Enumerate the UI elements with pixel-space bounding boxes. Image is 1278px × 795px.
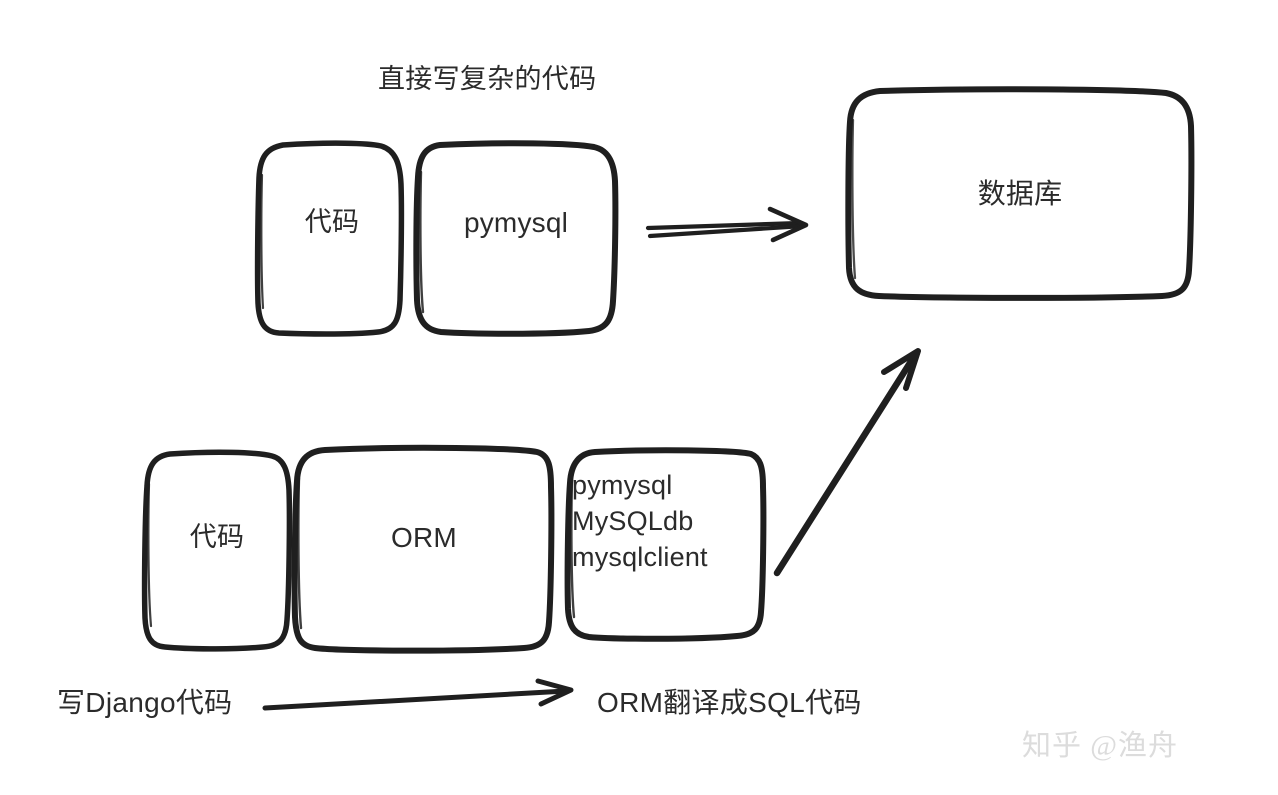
pymysql-box-top-inner-stroke xyxy=(419,170,425,314)
arrow-drivers-to-database-head xyxy=(881,348,921,391)
arrow-pymysql-to-database-line1 xyxy=(645,220,803,231)
code-box-top-inner-stroke xyxy=(260,173,265,310)
arrow-pymysql-to-database-line2 xyxy=(647,223,806,239)
arrow-caption-head xyxy=(535,678,574,707)
arrow-caption-shaft xyxy=(262,688,569,711)
diagram-title: 直接写复杂的代码 xyxy=(378,64,597,94)
caption-write-django: 写Django代码 xyxy=(57,687,233,718)
code-box-bottom-label: 代码 xyxy=(189,522,245,552)
pymysql-box-top-label: pymysql xyxy=(463,207,569,238)
arrow-drivers-to-database-shaft xyxy=(773,351,919,577)
drivers-box-label: pymysql MySQLdb mysqlclient xyxy=(572,470,708,572)
code-box-top-label: 代码 xyxy=(304,207,360,237)
watermark: 知乎 @渔舟 xyxy=(1022,730,1178,762)
arrow-pymysql-to-database-head xyxy=(767,206,809,243)
database-box-label: 数据库 xyxy=(977,178,1063,209)
orm-box-label: ORM xyxy=(391,522,457,553)
code-box-bottom-inner-stroke xyxy=(147,482,153,628)
caption-orm-translate: ORM翻译成SQL代码 xyxy=(597,687,862,718)
